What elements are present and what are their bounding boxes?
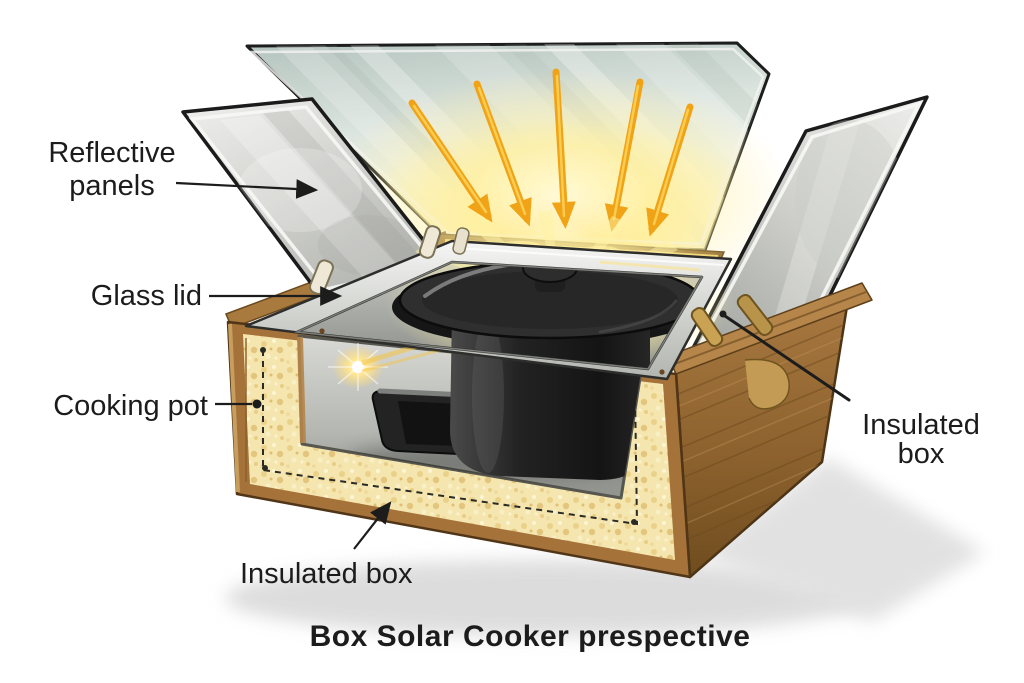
ground-shadow (225, 458, 985, 636)
wood-corner-curl (744, 358, 790, 410)
label-cooking-pot: Cooking pot (53, 390, 208, 422)
wood-edge-highlight (228, 323, 240, 493)
diagram-title: Box Solar Cooker prespective (310, 620, 751, 653)
hinge-cream (452, 227, 470, 255)
cooking-pot (392, 262, 702, 480)
label-reflective-panels-line1: Reflective (48, 137, 175, 169)
label-reflective-panels-line2: panels (69, 170, 154, 202)
label-insulated-box-right-line1: Insulated (862, 409, 980, 441)
chamber-wood-lip (297, 336, 306, 444)
pot-and-tray-group (345, 262, 702, 480)
hinge-cream (308, 259, 334, 295)
labels: Reflective panels Glass lid Cooking pot … (48, 137, 980, 653)
label-insulated-box-right-line2: box (898, 438, 945, 470)
glass-lid (244, 239, 733, 381)
hinges (308, 225, 774, 347)
leader-insulated-box-bottom (353, 501, 392, 550)
label-insulated-box-bottom: Insulated box (240, 558, 413, 590)
leader-lines (175, 179, 851, 550)
leader-reflective-panels (175, 179, 319, 199)
leader-insulated-box-right (723, 314, 851, 402)
hinge-brass (690, 307, 724, 347)
hinge-brass (736, 293, 774, 337)
hinge-cream (418, 225, 442, 259)
label-glass-lid: Glass lid (91, 280, 202, 312)
